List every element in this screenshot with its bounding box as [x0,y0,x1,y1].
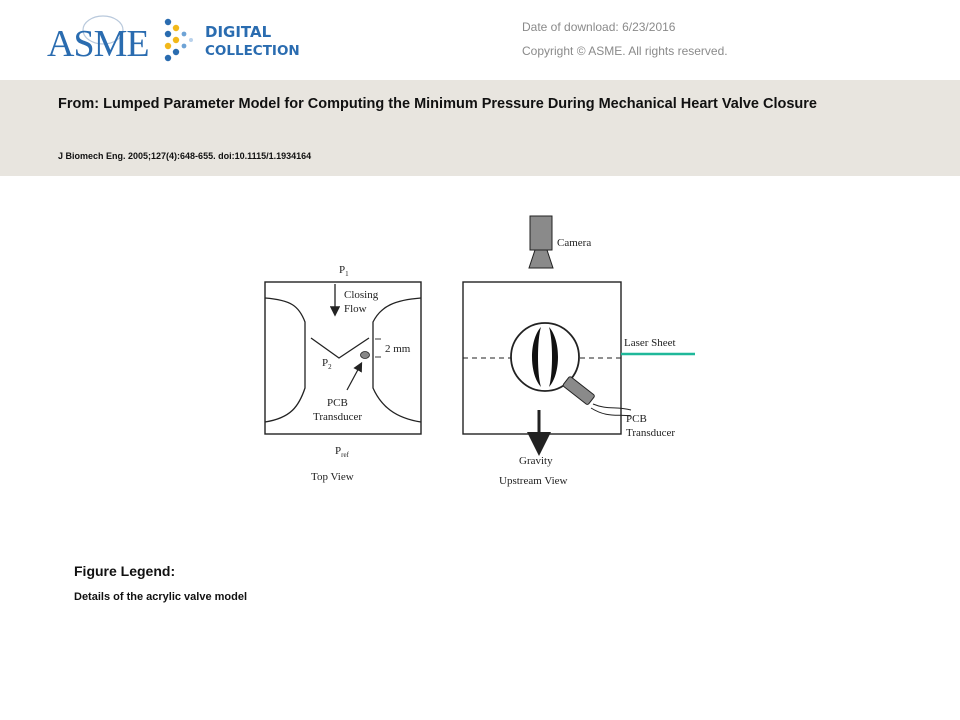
transducer-cable-2 [590,407,632,417]
asme-digital-collection-logo: ASME DIGITAL COLLECTION [47,15,300,65]
download-date: Date of download: 6/23/2016 [522,20,675,34]
article-info-band [0,80,960,176]
top-view-caption: Top View [311,471,354,483]
pref-label: Pref [335,445,350,459]
valve-leaflet [310,337,370,359]
camera-body-icon [529,215,553,251]
copyright-notice: Copyright © ASME. All rights reserved. [522,44,728,58]
pcb-transducer-port [360,351,370,359]
upstream-view-caption: Upstream View [499,475,568,487]
valve-housing [510,322,580,392]
camera-lens-icon [528,249,554,269]
pcb-transducer-label-line2: Transducer [313,411,362,423]
closing-flow-label-line2: Flow [344,303,367,315]
upstream-transducer-label-line1: PCB [626,413,647,425]
gap-label: 2 mm [385,343,411,355]
logo-swoosh-icon [82,15,124,45]
transducer-pointer-arrow [346,361,363,391]
camera-label: Camera [557,237,591,249]
laser-sheet-label: Laser Sheet [624,337,676,349]
valve-leaflet-right [549,327,558,387]
upstream-transducer-label-line2: Transducer [626,427,675,439]
transducer-cable [592,403,632,411]
p1-label: P1 [339,264,349,278]
gravity-label: Gravity [519,455,553,467]
logo-dots-icon [164,18,193,62]
article-citation: J Biomech Eng. 2005;127(4):648-655. doi:… [58,151,312,161]
p2-label: P2 [322,357,332,371]
closing-flow-label-line1: Closing [344,289,379,301]
logo-product-line2: COLLECTION [205,43,300,59]
top-view-diagram: P1 Closing Flow 2 mm P2 PCB Transducer P… [264,264,422,483]
pcb-transducer-label-line1: PCB [327,397,348,409]
logo-brand-text: ASME [47,23,149,65]
valve-leaflet-left [532,327,541,387]
article-title: From: Lumped Parameter Model for Computi… [58,96,817,112]
figure-legend-heading: Figure Legend: [74,563,176,579]
upstream-view-diagram: Camera Laser Sheet PCB Transducer Gravit… [462,215,695,487]
download-date-label: Date of download: [522,20,619,34]
top-view-chamber [264,281,422,435]
top-view-left-wall [264,297,306,423]
figure-legend-text: Details of the acrylic valve model [74,591,248,603]
top-view-right-wall [372,297,422,423]
download-date-value: 6/23/2016 [622,20,676,34]
logo-product-line1: DIGITAL [205,23,272,41]
valve-model-figure: P1 Closing Flow 2 mm P2 PCB Transducer P… [264,215,695,487]
pcb-transducer-probe [562,376,595,405]
